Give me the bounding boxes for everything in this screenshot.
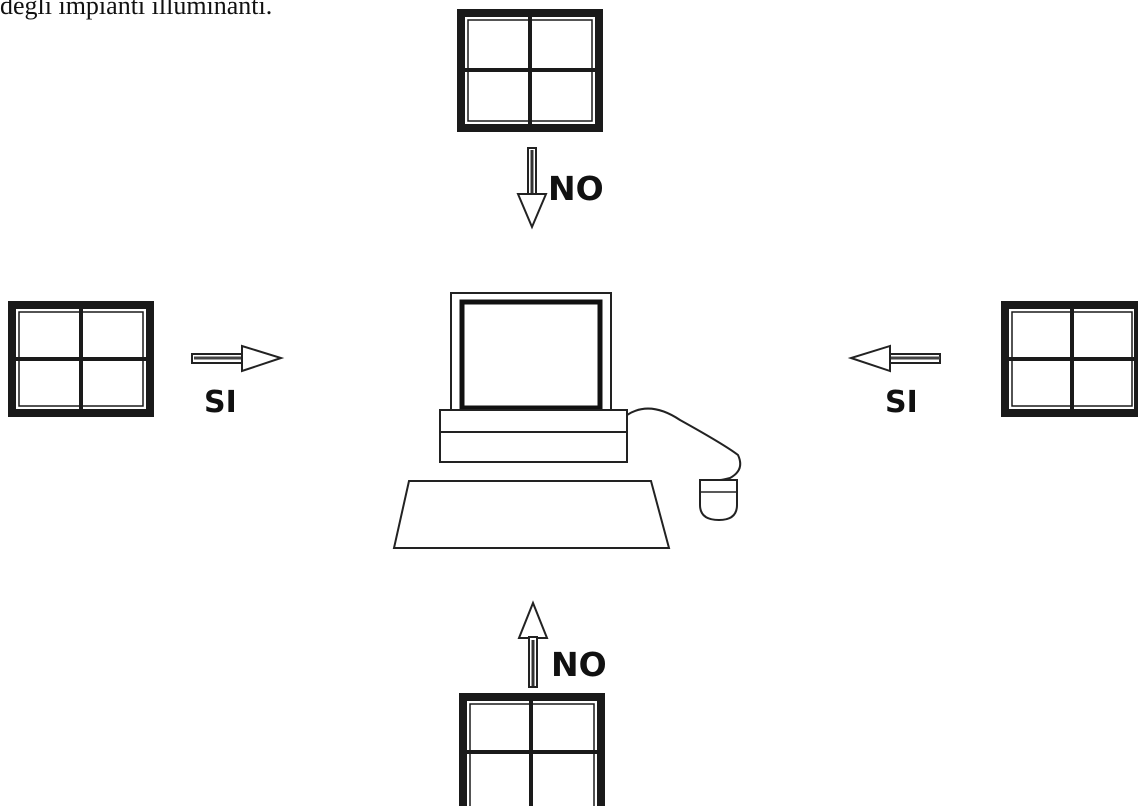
mouse-cable bbox=[627, 409, 740, 480]
mouse bbox=[700, 480, 737, 520]
monitor-screen bbox=[462, 302, 600, 408]
label-bottom-no: NO bbox=[551, 645, 607, 684]
window-left bbox=[12, 305, 150, 413]
label-right-si: SI bbox=[885, 385, 918, 420]
arrow-right bbox=[192, 346, 281, 371]
arrow-down bbox=[518, 148, 546, 227]
label-left-si: SI bbox=[204, 385, 237, 420]
computer bbox=[394, 293, 740, 548]
keyboard bbox=[394, 481, 669, 548]
system-unit-top bbox=[440, 410, 627, 432]
arrow-left bbox=[851, 346, 940, 371]
caption-text: degli impianti illuminanti. bbox=[0, 0, 272, 20]
label-top-no: NO bbox=[548, 169, 604, 208]
window-bottom bbox=[463, 697, 601, 806]
window-right bbox=[1005, 305, 1138, 413]
window-top bbox=[461, 13, 599, 128]
system-unit bbox=[440, 432, 627, 462]
arrow-up bbox=[519, 603, 547, 687]
